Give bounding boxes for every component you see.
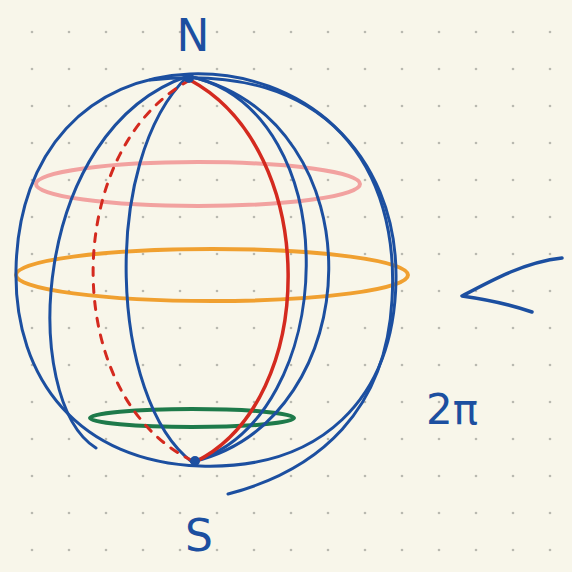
red-meridian-back (93, 80, 195, 462)
red-meridian-front (190, 80, 288, 462)
pole-label: S (185, 514, 213, 558)
meridian (50, 76, 188, 448)
angle-label: 2π (426, 389, 478, 431)
meridian (188, 76, 329, 462)
meridian (126, 76, 192, 462)
meridian (188, 76, 306, 462)
sphere-outline-stroke (150, 78, 393, 494)
equator (16, 249, 408, 301)
north-pole-dot (184, 73, 194, 83)
pole-label: N (177, 14, 210, 58)
rotation-arrow (462, 258, 562, 312)
south-pole-dot (190, 456, 200, 466)
